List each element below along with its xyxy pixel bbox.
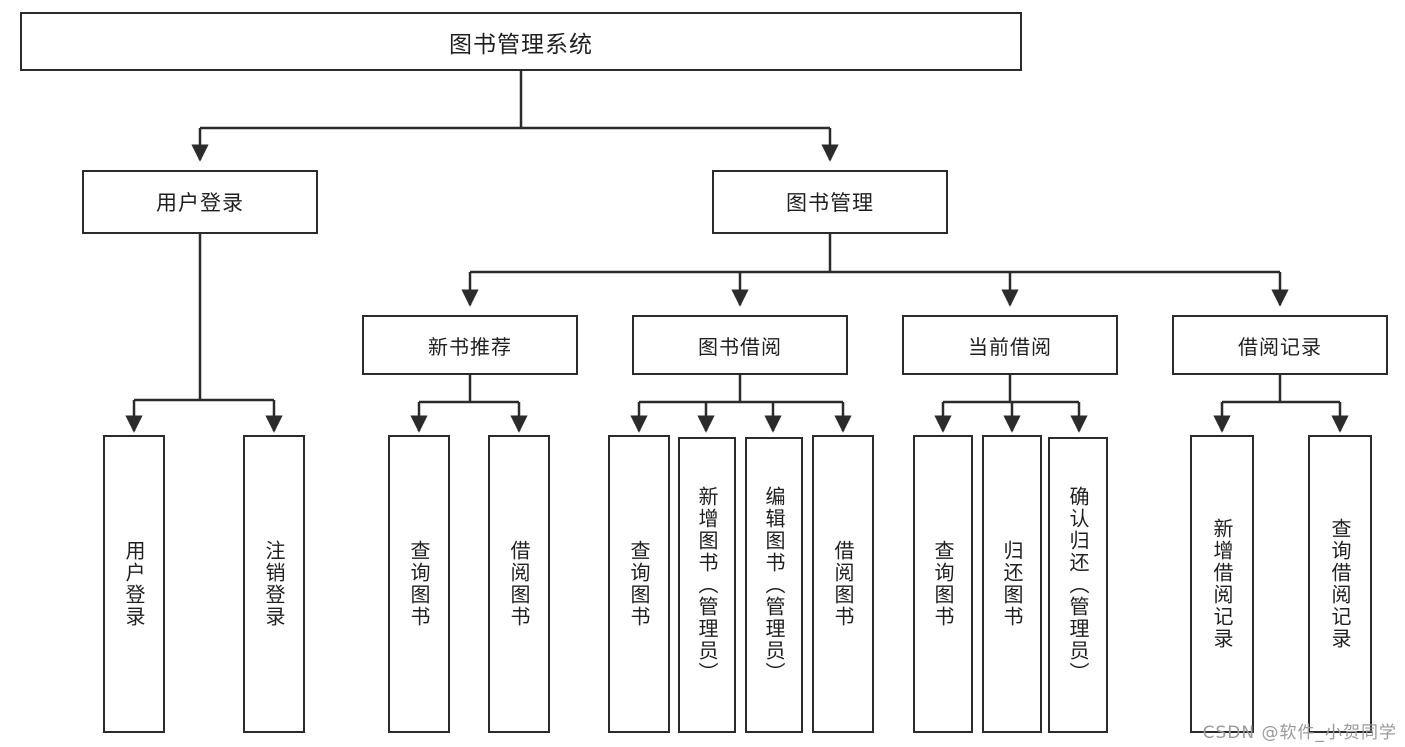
node-leaf-logout-login-label: 注销登录: [262, 540, 286, 628]
node-leaf-query-book-1[interactable]: 查询图书: [388, 435, 450, 733]
watermark-text: CSDN @软件_小贺同学: [1202, 723, 1397, 743]
node-new-book-recommend[interactable]: 新书推荐: [362, 315, 578, 375]
node-leaf-edit-book-label: 编辑图书（管理员）: [762, 486, 786, 684]
node-leaf-add-book[interactable]: 新增图书（管理员）: [678, 437, 736, 733]
node-leaf-query-record[interactable]: 查询借阅记录: [1308, 435, 1372, 733]
node-leaf-add-book-label: 新增图书（管理员）: [695, 486, 719, 684]
node-root[interactable]: 图书管理系统: [20, 12, 1022, 71]
node-user-login[interactable]: 用户登录: [82, 170, 318, 234]
node-current-borrow-label: 当前借阅: [968, 334, 1052, 359]
node-borrow-record-label: 借阅记录: [1238, 334, 1322, 359]
node-leaf-return-book[interactable]: 归还图书: [982, 435, 1042, 733]
node-book-manage[interactable]: 图书管理: [712, 170, 948, 234]
node-leaf-query-book-3-label: 查询图书: [931, 540, 955, 628]
node-leaf-borrow-book-1-label: 借阅图书: [507, 540, 531, 628]
node-leaf-query-book-2[interactable]: 查询图书: [608, 435, 670, 733]
node-leaf-query-record-label: 查询借阅记录: [1328, 518, 1352, 650]
node-leaf-user-login-label: 用户登录: [122, 540, 146, 628]
node-book-manage-label: 图书管理: [786, 191, 874, 215]
node-leaf-borrow-book-2-label: 借阅图书: [831, 540, 855, 628]
node-leaf-edit-book[interactable]: 编辑图书（管理员）: [745, 437, 803, 733]
node-leaf-confirm-return[interactable]: 确认归还（管理员）: [1048, 437, 1108, 733]
node-leaf-add-record[interactable]: 新增借阅记录: [1190, 435, 1254, 733]
node-book-borrow[interactable]: 图书借阅: [632, 315, 848, 375]
node-leaf-borrow-book-2[interactable]: 借阅图书: [812, 435, 874, 733]
node-leaf-confirm-return-label: 确认归还（管理员）: [1066, 486, 1090, 684]
node-root-label: 图书管理系统: [449, 31, 593, 58]
node-user-login-label: 用户登录: [156, 191, 244, 215]
node-leaf-borrow-book-1[interactable]: 借阅图书: [488, 435, 550, 733]
node-leaf-query-book-2-label: 查询图书: [627, 540, 651, 628]
node-leaf-add-record-label: 新增借阅记录: [1210, 518, 1234, 650]
node-book-borrow-label: 图书借阅: [698, 334, 782, 359]
node-new-book-recommend-label: 新书推荐: [428, 334, 512, 359]
node-leaf-query-book-3[interactable]: 查询图书: [913, 435, 973, 733]
node-leaf-user-login[interactable]: 用户登录: [103, 435, 165, 733]
node-leaf-return-book-label: 归还图书: [1000, 540, 1024, 628]
node-leaf-logout-login[interactable]: 注销登录: [243, 435, 305, 733]
node-current-borrow[interactable]: 当前借阅: [902, 315, 1118, 375]
node-borrow-record[interactable]: 借阅记录: [1172, 315, 1388, 375]
node-leaf-query-book-1-label: 查询图书: [407, 540, 431, 628]
